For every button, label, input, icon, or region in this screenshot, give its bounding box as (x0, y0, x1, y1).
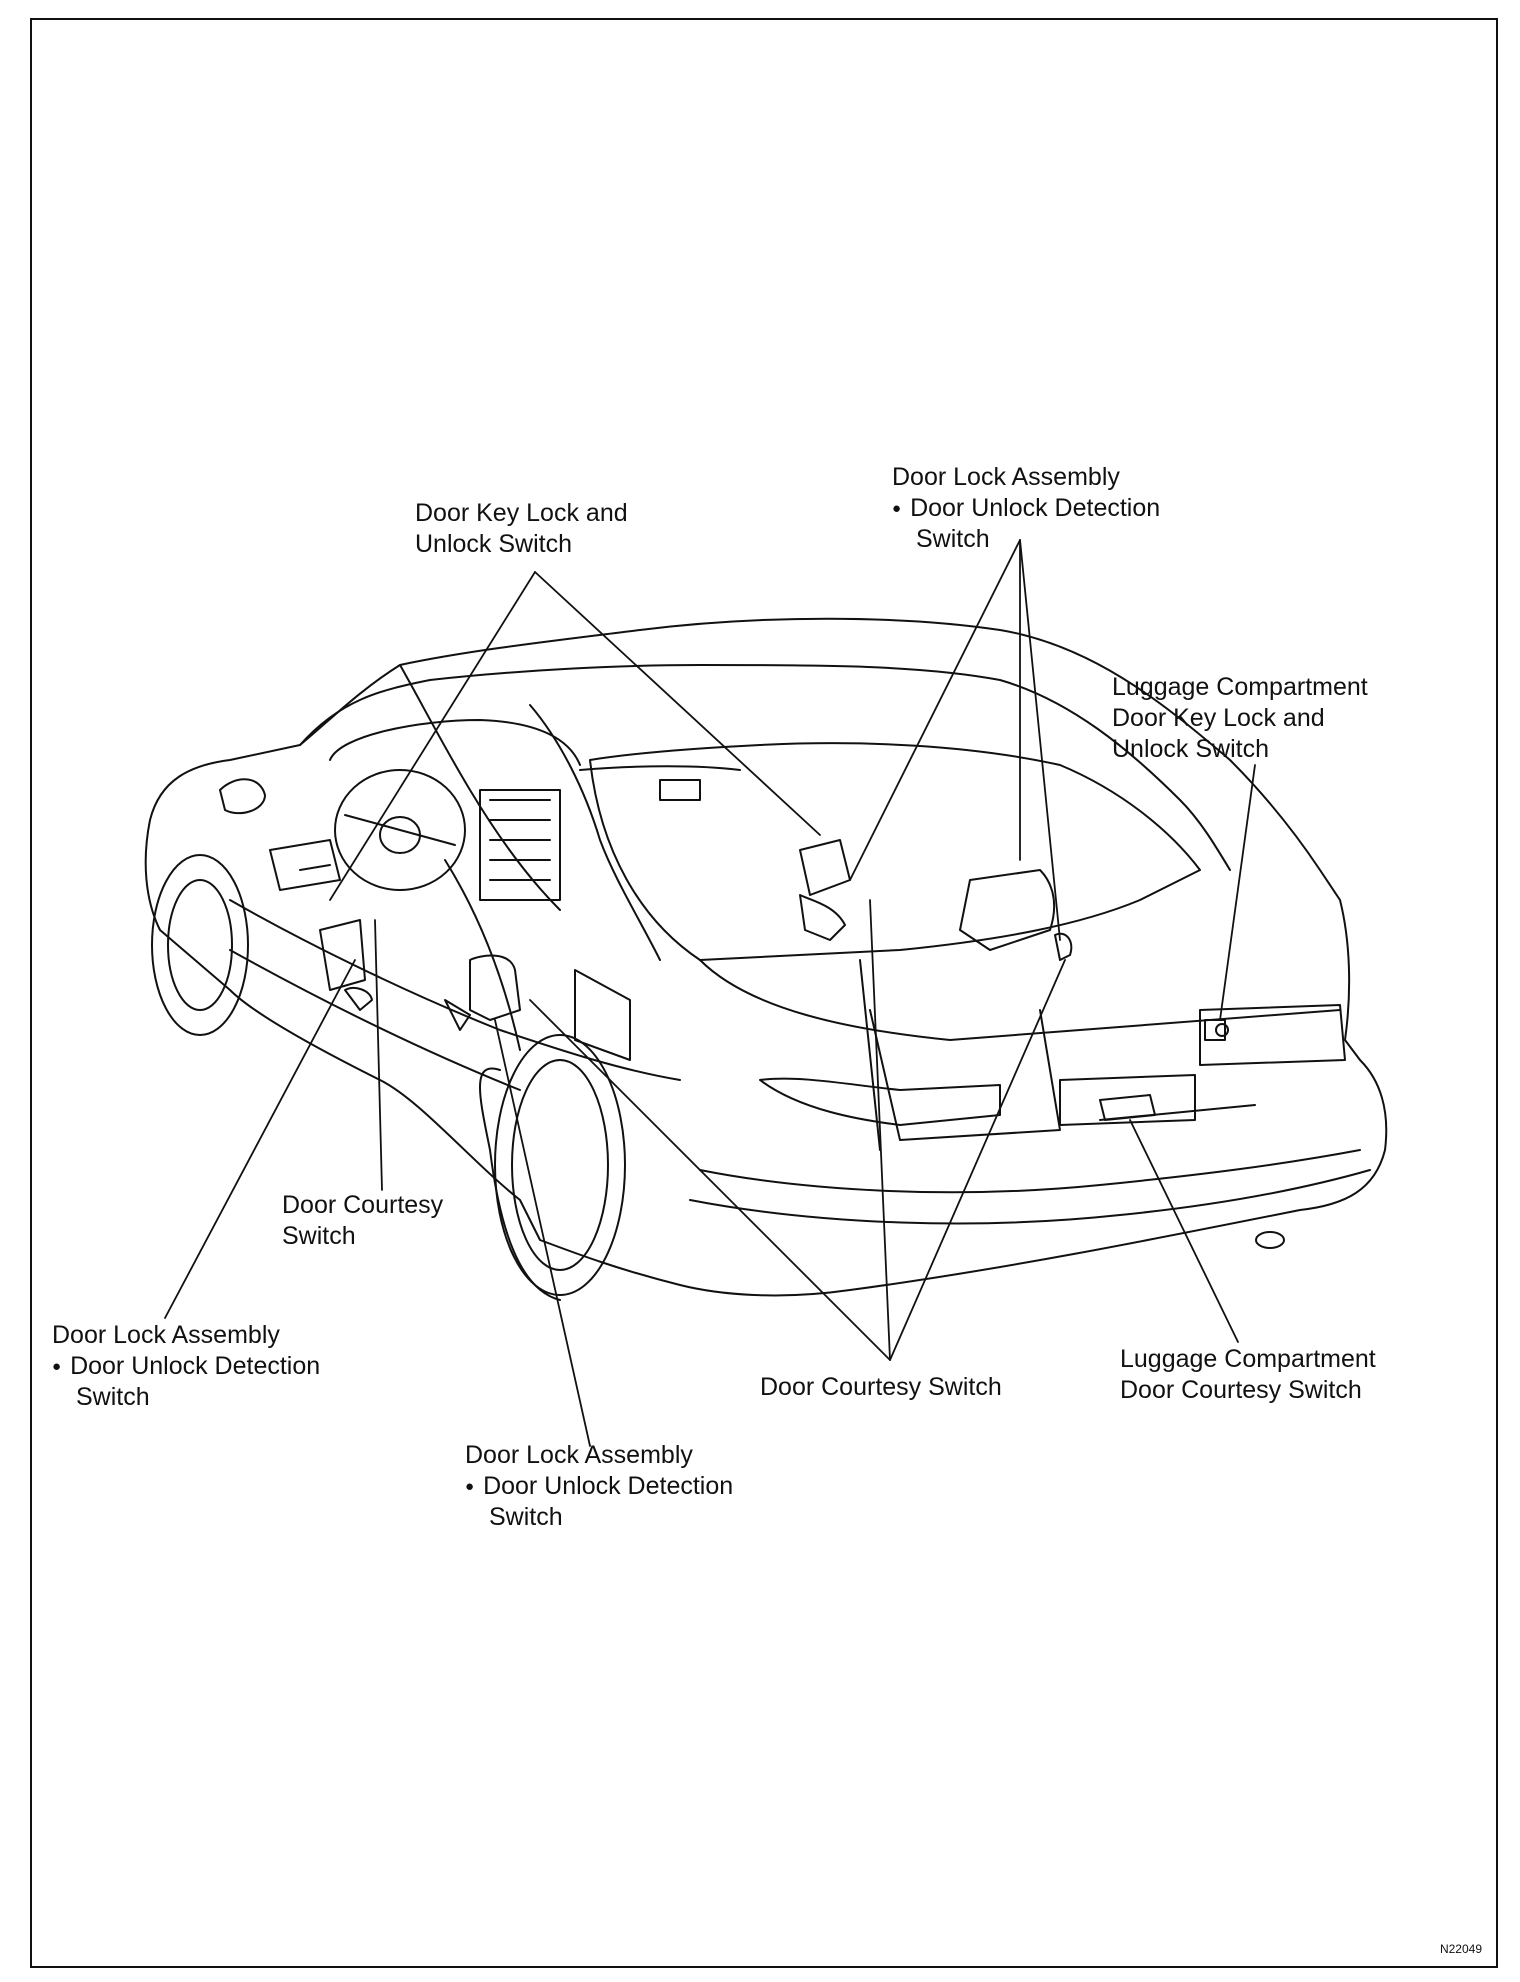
leader-courtesy-rear-2 (869, 899, 891, 1361)
label-door-lock-assembly-rear-right: Door Lock Assembly Door Unlock Detection… (892, 462, 1160, 555)
leader-luggage-courtesy (1129, 1119, 1239, 1343)
figure-code: N22049 (1439, 1942, 1482, 1956)
leader-courtesy-front (374, 919, 383, 1191)
label-door-lock-assembly-front-left: Door Lock Assembly Door Unlock Detection… (52, 1320, 320, 1413)
leader-lock-assy-rear-right-1 (849, 539, 1021, 881)
diagram-frame (30, 18, 1498, 1968)
label-door-courtesy-switch-front: Door Courtesy Switch (282, 1191, 444, 1250)
label-door-courtesy-switch-rear: Door Courtesy Switch (760, 1373, 1002, 1401)
leader-key-lock-front (329, 571, 536, 901)
leader-key-lock-rear (534, 571, 821, 836)
label-door-lock-assembly-rear-left: Door Lock Assembly Door Unlock Detection… (465, 1440, 733, 1533)
leader-courtesy-rear-3 (889, 959, 1066, 1361)
label-luggage-courtesy-switch: Luggage Compartment Door Courtesy Switch (1120, 1345, 1376, 1404)
leader-luggage-key (1219, 764, 1256, 1021)
car-body (144, 617, 1388, 1301)
leader-lock-assy-rear-left (494, 1019, 591, 1447)
bullet-item: Door Unlock Detection (892, 493, 1160, 524)
leader-courtesy-rear-1 (529, 999, 891, 1361)
leader-lines (164, 539, 1256, 1447)
label-door-key-lock-switch: Door Key Lock and Unlock Switch (415, 499, 628, 558)
leader-lock-assy-rear-right-3 (1019, 539, 1061, 941)
bullet-item: Door Unlock Detection (465, 1471, 733, 1502)
leader-lock-assy-front-left (164, 959, 356, 1319)
label-luggage-key-lock-switch: Luggage Compartment Door Key Lock and Un… (1112, 673, 1368, 763)
bullet-item: Door Unlock Detection (52, 1351, 320, 1382)
